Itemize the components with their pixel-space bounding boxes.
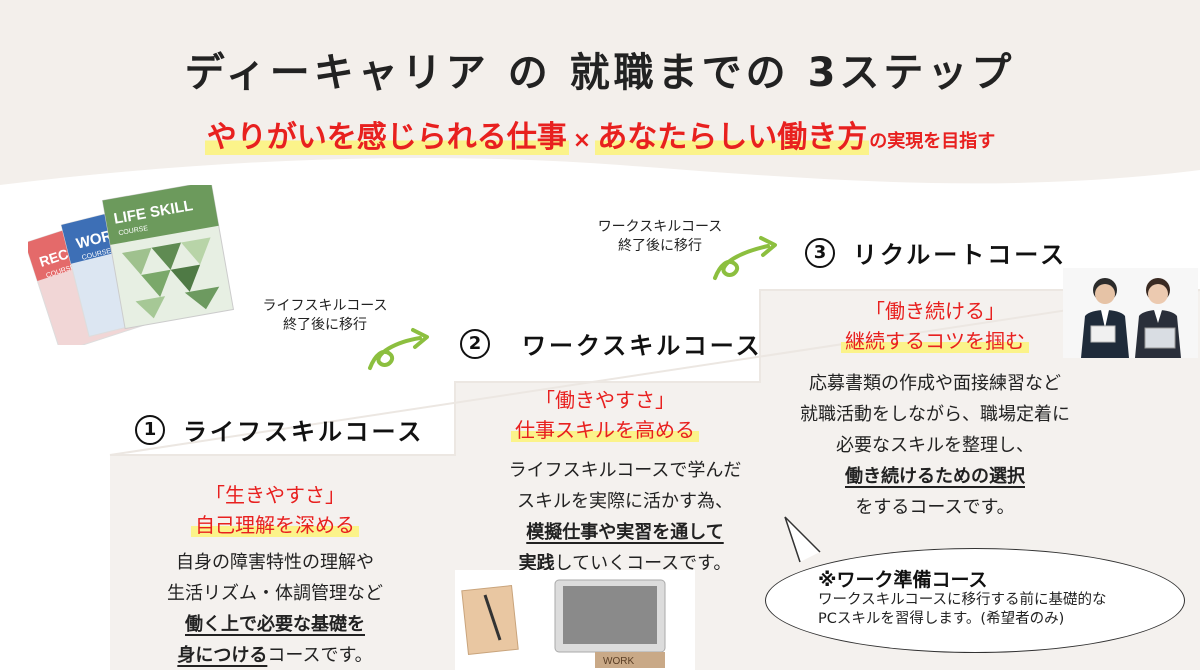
step-1-desc-line1: 自身の障害特性の理解や xyxy=(176,552,374,573)
step-3-desc-line1: 応募書類の作成や面接練習など xyxy=(809,373,1061,394)
subtitle-highlight-2: あなたらしい働き方 xyxy=(595,120,870,155)
step-1-desc-line4: コースです。 xyxy=(267,645,373,666)
step-1-heading: 1 ライフスキルコース xyxy=(135,412,424,447)
step-2-desc-bold-2: 実践 xyxy=(518,553,555,574)
step-3-desc-line5: をするコースです。 xyxy=(855,497,1015,518)
wave-divider xyxy=(0,157,1200,260)
step-2-desc-line2: スキルを実際に活かす為、 xyxy=(517,491,733,512)
page-subtitle: やりがいを感じられる仕事×あなたらしい働き方の実現を目指す xyxy=(0,112,1200,156)
step-2-name: ワークスキルコース xyxy=(522,332,763,360)
step-3-name: リクルートコース xyxy=(853,241,1068,269)
course-books-image: RECR COURSE WORK COURSE LIFE SKILL COURS… xyxy=(28,185,235,345)
step-1-desc-bold-2: 身につける xyxy=(177,645,268,666)
step-1-catch-line1: 「生きやすさ」 xyxy=(205,483,345,507)
step-2-desc-line1: ライフスキルコースで学んだ xyxy=(508,460,742,481)
work-block-text: WORK xyxy=(603,656,634,667)
transition-2-note: ワークスキルコース 終了後に移行 xyxy=(570,218,750,256)
prep-course-line1: ワークスキルコースに移行する前に基礎的な xyxy=(818,592,1107,608)
prep-course-line2: PCスキルを習得します。(希望者のみ) xyxy=(818,611,1065,627)
step-1-catch-line2: 自己理解を深める xyxy=(191,513,359,537)
transition-1-line2: 終了後に移行 xyxy=(283,317,367,333)
step-3-heading: 3 リクルートコース xyxy=(805,235,1067,270)
step-2-number: 2 xyxy=(460,328,490,359)
step-2-desc-line4: していくコースです。 xyxy=(554,553,732,574)
step-3-catch-line2: 継続するコツを掴む xyxy=(841,329,1029,353)
business-people-photo xyxy=(1063,268,1198,358)
step-2-catch-line1: 「働きやすさ」 xyxy=(535,388,675,412)
step-1-description: 自身の障害特性の理解や 生活リズム・体調管理など 働く上で必要な基礎を 身につけ… xyxy=(135,547,415,670)
transition-1-line1: ライフスキルコース xyxy=(262,298,388,314)
step-2-description: ライフスキルコースで学んだ スキルを実際に活かす為、 模擬仕事や実習を通して 実… xyxy=(475,455,775,579)
step-1-number: 1 xyxy=(135,414,165,445)
subtitle-times: × xyxy=(572,128,592,153)
step-2-heading: 2 ワークスキルコース xyxy=(460,326,763,361)
step-1-desc-bold: 働く上で必要な基礎を xyxy=(185,614,365,635)
prep-course-bubble xyxy=(765,548,1185,653)
arrow-1-icon xyxy=(368,328,429,370)
step-2-catch-line2: 仕事スキルを高める xyxy=(511,418,699,442)
transition-1-note: ライフスキルコース 終了後に移行 xyxy=(235,297,415,335)
step-1-catch: 「生きやすさ」 自己理解を深める xyxy=(150,480,400,540)
desk-notebook-photo: WORK xyxy=(455,570,695,670)
step-2-catch: 「働きやすさ」 仕事スキルを高める xyxy=(480,385,730,445)
prep-course-body: ワークスキルコースに移行する前に基礎的な PCスキルを習得します。(希望者のみ) xyxy=(818,591,1107,629)
arrow-2-icon xyxy=(713,236,777,280)
step-3-number: 3 xyxy=(805,237,835,268)
transition-2-line1: ワークスキルコース xyxy=(597,219,723,235)
step-3-catch: 「働き続ける」 継続するコツを掴む xyxy=(810,296,1060,356)
step-1-name: ライフスキルコース xyxy=(183,418,425,446)
subtitle-tail: の実現を目指す xyxy=(869,131,996,152)
page-title: ディーキャリア の 就職までの 3ステップ xyxy=(184,50,1016,96)
step-3-desc-line2: 就職活動をしながら、職場定着に xyxy=(800,404,1070,425)
subtitle-highlight-1: やりがいを感じられる仕事 xyxy=(204,120,569,155)
step-3-description: 応募書類の作成や面接練習など 就職活動をしながら、職場定着に 必要なスキルを整理… xyxy=(790,368,1080,523)
step-1-desc-line2: 生活リズム・体調管理など xyxy=(167,583,383,604)
transition-2-line2: 終了後に移行 xyxy=(618,238,702,254)
step-3-catch-line1: 「働き続ける」 xyxy=(865,299,1005,323)
prep-course-title: ※ワーク準備コース xyxy=(818,569,988,591)
step-2-desc-bold: 模擬仕事や実習を通して xyxy=(526,522,724,543)
step-3-desc-line3: 必要なスキルを整理し、 xyxy=(836,435,1034,456)
speech-bubble-tail xyxy=(784,516,821,563)
step-3-desc-bold: 働き続けるための選択 xyxy=(845,466,1025,487)
